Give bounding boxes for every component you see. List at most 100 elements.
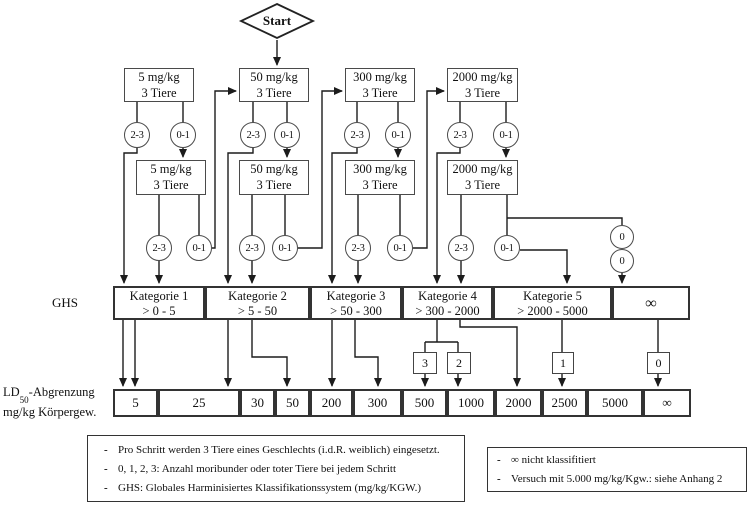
circle-0-1: 0-1	[186, 235, 212, 261]
start-label: Start	[262, 13, 292, 28]
dash-bullet: -	[497, 454, 501, 467]
dose-box-bottom-2000: 2000 mg/kg 3 Tiere	[447, 160, 518, 195]
ld50-cell: 5000	[587, 389, 643, 417]
category-name: Kategorie 4	[418, 289, 477, 303]
dose-line1: 50 mg/kg	[250, 70, 298, 84]
dose-box-top-50: 50 mg/kg 3 Tiere	[239, 68, 309, 102]
ld50-cell: 30	[240, 389, 275, 417]
ghs-category-3: Kategorie 3 > 50 - 300	[310, 286, 402, 320]
ld50-cell: 200	[310, 389, 353, 417]
notes-box-left: - Pro Schritt werden 3 Tiere eines Gesch…	[87, 435, 465, 502]
dose-box-bottom-5: 5 mg/kg 3 Tiere	[136, 160, 206, 195]
dead-count-box-3: 3	[413, 352, 437, 374]
category-range: > 2000 - 5000	[517, 304, 588, 318]
notes-box-right: - ∞ nicht klassifitiert - Versuch mit 5.…	[487, 447, 747, 492]
ld50-cell-infinity: ∞	[643, 389, 691, 417]
dash-bullet: -	[104, 481, 108, 494]
note-text: GHS: Globales Harminisiertes Klassifikat…	[118, 481, 421, 494]
ld50-sub: 50	[19, 394, 29, 405]
note-text: Versuch mit 5.000 mg/kg/Kgw.: siehe Anha…	[511, 472, 723, 485]
circle-0-1: 0-1	[387, 235, 413, 261]
dash-bullet: -	[497, 472, 501, 485]
ld50-axis-label: LD50-Abgrenzung mg/kg Körpergew.	[3, 385, 115, 420]
dose-box-top-300: 300 mg/kg 3 Tiere	[345, 68, 415, 102]
ld50-cell: 2000	[495, 389, 542, 417]
circle-0-1: 0-1	[493, 122, 519, 148]
dose-line1: 5 mg/kg	[138, 70, 180, 84]
ghs-category-4: Kategorie 4 > 300 - 2000	[402, 286, 493, 320]
category-range: > 0 - 5	[142, 304, 176, 318]
circle-0-1: 0-1	[385, 122, 411, 148]
category-name: Kategorie 5	[523, 289, 582, 303]
circle-2-3: 2-3	[124, 122, 150, 148]
plain-connectors	[136, 102, 659, 352]
dose-box-top-5: 5 mg/kg 3 Tiere	[124, 68, 194, 102]
note-item: - ∞ nicht klassifitiert	[497, 454, 740, 466]
category-range: > 300 - 2000	[415, 304, 480, 318]
ld50-cell: 300	[353, 389, 402, 417]
category-name: Kategorie 1	[129, 289, 189, 303]
note-item: - Pro Schritt werden 3 Tiere eines Gesch…	[104, 444, 458, 456]
dose-line1: 2000 mg/kg	[452, 162, 513, 176]
note-item: - 0, 1, 2, 3: Anzahl moribunder oder tot…	[104, 463, 458, 475]
circle-2-3: 2-3	[239, 235, 265, 261]
dose-line1: 5 mg/kg	[150, 162, 192, 176]
category-range: > 50 - 300	[330, 304, 382, 318]
category-name: Kategorie 2	[228, 289, 287, 303]
infinity-symbol: ∞	[645, 295, 657, 312]
ghs-category-5: Kategorie 5 > 2000 - 5000	[493, 286, 612, 320]
dose-line2: 3 Tiere	[141, 85, 177, 100]
circle-0: 0	[610, 225, 634, 249]
note-item: - GHS: Globales Harminisiertes Klassifik…	[104, 482, 458, 494]
category-name: Kategorie 3	[326, 289, 386, 303]
ld50-cell: 50	[275, 389, 310, 417]
dash-bullet: -	[104, 443, 108, 456]
ld50-cell: 1000	[447, 389, 495, 417]
dose-box-bottom-300: 300 mg/kg 3 Tiere	[345, 160, 415, 195]
ld50-cell: 500	[402, 389, 447, 417]
circle-2-3: 2-3	[344, 122, 370, 148]
circle-0-1: 0-1	[272, 235, 298, 261]
note-text: ∞ nicht klassifitiert	[511, 454, 596, 467]
note-text: Pro Schritt werden 3 Tiere eines Geschle…	[118, 443, 440, 456]
note-text: 0, 1, 2, 3: Anzahl moribunder oder toter…	[118, 462, 397, 475]
dose-line2: 3 Tiere	[464, 177, 501, 192]
circle-2-3: 2-3	[448, 235, 474, 261]
ld50-label-line2: mg/kg Körpergew.	[3, 404, 97, 419]
ghs-category-2: Kategorie 2 > 5 - 50	[205, 286, 310, 320]
dash-bullet: -	[104, 462, 108, 475]
dose-line1: 300 mg/kg	[353, 70, 407, 84]
dead-count-box-1: 1	[552, 352, 574, 374]
ld50-ld: LD	[3, 385, 20, 399]
circle-0-1: 0-1	[170, 122, 196, 148]
dose-line1: 2000 mg/kg	[452, 70, 513, 84]
infinity-symbol: ∞	[662, 395, 672, 410]
circle-2-3: 2-3	[345, 235, 371, 261]
ld50-cell: 25	[158, 389, 240, 417]
circle-2-3: 2-3	[240, 122, 266, 148]
dead-count-box-2: 2	[447, 352, 471, 374]
dose-box-bottom-50: 50 mg/kg 3 Tiere	[239, 160, 309, 195]
dose-box-top-2000: 2000 mg/kg 3 Tiere	[447, 68, 518, 102]
dose-line2: 3 Tiere	[256, 85, 292, 100]
dose-line2: 3 Tiere	[256, 177, 292, 192]
dose-line2: 3 Tiere	[153, 177, 189, 192]
dose-line2: 3 Tiere	[362, 85, 398, 100]
circle-2-3: 2-3	[447, 122, 473, 148]
ld50-cell: 2500	[542, 389, 587, 417]
dead-count-box-0: 0	[647, 352, 670, 374]
dose-line2: 3 Tiere	[362, 177, 398, 192]
start-diamond	[238, 3, 316, 39]
ld50-label-line1: LD50-Abgrenzung	[3, 385, 115, 405]
category-range: > 5 - 50	[237, 304, 278, 318]
ghs-category-infinity: ∞	[612, 286, 690, 320]
ld50-rest: -Abgrenzung	[28, 385, 95, 399]
circle-2-3: 2-3	[146, 235, 172, 261]
circle-0: 0	[610, 249, 634, 273]
arrow-connectors	[119, 40, 662, 387]
dose-line2: 3 Tiere	[464, 85, 501, 100]
ld50-cell: 5	[113, 389, 158, 417]
circle-0-1: 0-1	[274, 122, 300, 148]
